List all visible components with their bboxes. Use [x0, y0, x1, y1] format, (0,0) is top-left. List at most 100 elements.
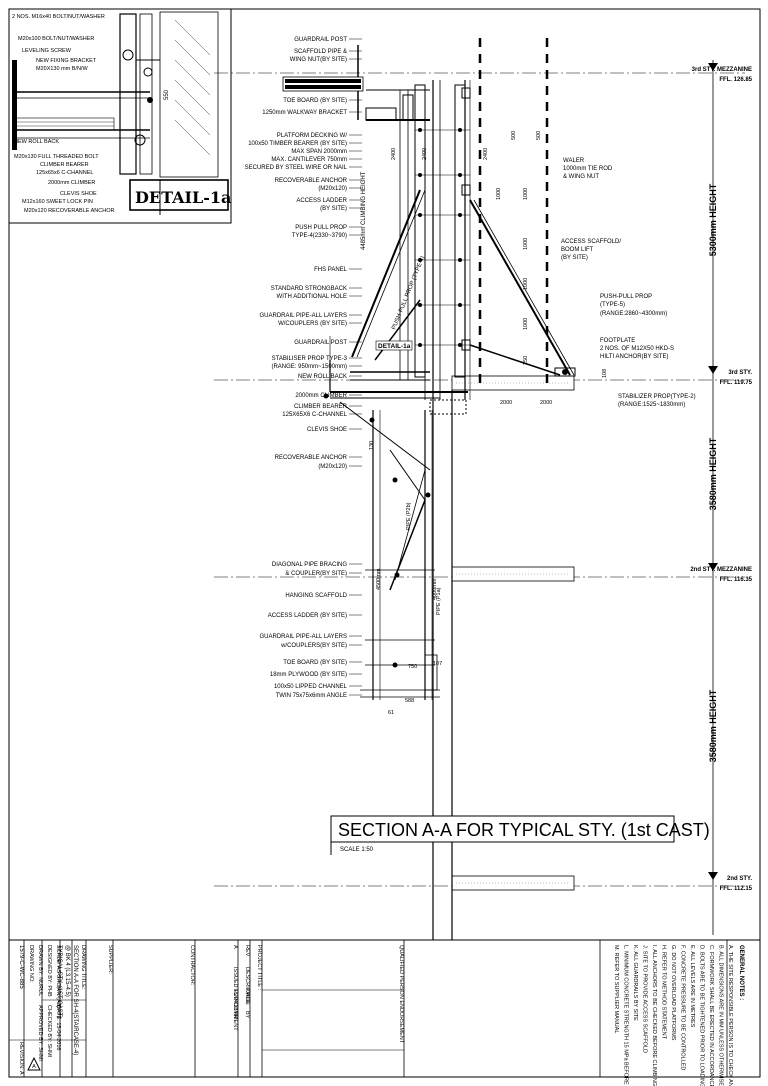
- dimension-1000-9: 1000: [496, 188, 502, 200]
- dimension-1000-5: 1000: [523, 188, 529, 200]
- climbing-platform: [330, 391, 468, 700]
- dimension-2400-0: 2400: [391, 148, 397, 160]
- drawing-title-label: DRAWING TITLE:: [80, 945, 86, 990]
- label-type-5: (TYPE-5): [600, 302, 625, 308]
- label-recoverable-anchor: RECOVERABLE ANCHOR: [275, 178, 348, 184]
- detail-label-125x65x6-c-channel: 125x65x6 C-CHANNEL: [36, 170, 93, 176]
- revision-field: REVISION: A: [18, 1042, 24, 1075]
- label-with-additional-hole: WITH ADDITIONAL HOLE: [277, 294, 347, 300]
- general-note-6: G. DO NOT OVERLOAD PLATFORMS: [670, 945, 676, 1041]
- general-note-3: D. BOLTS ARE TO BE TIGHTENED PRIOR TO LO…: [699, 945, 705, 1086]
- rev-header-by: BY: [244, 1011, 250, 1019]
- general-note-7: H. REFER TO METHOD STATEMENT: [661, 945, 667, 1040]
- detail-title: DETAIL-1a: [135, 188, 231, 207]
- label-range-950mm-1500mm: (RANGE: 950mm~1500mm): [271, 364, 347, 370]
- drawing-title-line-1: @ BK 4 (L3.15-4.5): [64, 945, 70, 997]
- level-ffl-ffl-116-35: FFL. 116.35: [720, 577, 753, 583]
- climbing-height-label: 4485mm CLIMBING HEIGHT: [361, 171, 367, 250]
- general-note-8: I. ALL ANCHORS TO BE CHECKED BEFORE CLIM…: [651, 945, 657, 1086]
- height-label-0: 5300mm HEIGHT: [708, 183, 718, 256]
- label-access-scaffold: ACCESS SCAFFOLD/: [561, 239, 621, 245]
- dimension-500-3: 500: [511, 131, 517, 140]
- qp-endorsement: QUALIFIED PERSON ENDORSEMENT: [398, 945, 404, 1044]
- label-w-couplers-by-site: W/COUPLERS (BY SITE): [278, 321, 347, 327]
- dimension-500-4: 500: [536, 131, 542, 140]
- level-name-3rd-sty: 3rd STY.: [728, 370, 752, 376]
- level-name-2nd-sty: 2nd STY.: [727, 876, 752, 882]
- rev-header-description: DESCRIPTION: [244, 967, 250, 1005]
- dimension-2000-12: 2000: [540, 400, 552, 406]
- label-100x50-lipped-channel: 100x50 LIPPED CHANNEL: [274, 684, 348, 690]
- level-markers: 3rd STY. MEZZANINE FFL. 126.85 3rd STY. FFL…: [690, 63, 753, 892]
- dimension-108-13: 108: [602, 369, 608, 378]
- drawing-no: 1579-C-WC-885: [18, 945, 24, 989]
- dimension-2000-11: 2000: [500, 400, 512, 406]
- label-100x50-timber-bearer-by-site: 100x50 TIMBER BEARER (BY SITE): [248, 141, 347, 147]
- detail-label-2-nos-m16x40-bolt-nut-washer: 2 NOS. M16x40 BOLT/NUT/WASHER: [12, 14, 105, 20]
- slabs: [451, 375, 575, 891]
- detail-label-new-fixing-bracket: NEW FIXING BRACKET: [36, 58, 97, 64]
- general-note-0: A. THE SITE RESPONSIBLE PERSON IS TO CHE…: [727, 945, 733, 1086]
- detail-label-new-roll-back: NEW ROLL BACK: [14, 139, 59, 145]
- label-hanging-scaffold: HANGING SCAFFOLD: [285, 593, 347, 599]
- contractor-label: CONTRACTOR:: [189, 945, 195, 986]
- label-wing-nut: & WING NUT: [563, 174, 599, 180]
- dimension-2400-1: 2400: [422, 148, 428, 160]
- date-field: DATE: 15-04-2016: [55, 1005, 61, 1050]
- detail-label-m20x100-bolt-nut-washer: M20x100 BOLT/NUT/WASHER: [18, 36, 94, 42]
- level-name-2nd-sty-mezzanine: 2nd STY. MEZZANINE: [690, 567, 752, 573]
- label-by-site: (BY SITE): [561, 255, 588, 261]
- general-note-9: J. SITE TO PROVIDE ACCESS SCAFFOLD: [642, 945, 648, 1053]
- label-by-site: (BY SITE): [320, 206, 347, 212]
- label-2-nos-of-m12x50-hkd-s: 2 NOS. OF M12X50 HKD-S: [600, 346, 674, 352]
- general-note-10: K. ALL GUARDRAILS BY SITE: [632, 945, 638, 1021]
- label-type-4-2330-3790: TYPE-4(2330~3790): [292, 233, 347, 239]
- rev-row-2: 15/04/16: [232, 989, 238, 1010]
- title-block: A GENERAL NOTES :A. THE SITE RESPONSIBLE…: [9, 939, 760, 1086]
- detail-label-2000mm-climber: 2000mm CLIMBER: [48, 180, 95, 186]
- svg-text:A: A: [32, 1064, 36, 1070]
- level-ffl-ffl-126-85: FFL. 126.85: [719, 77, 752, 83]
- detail-label-leveling-screw: LEVELING SCREW: [22, 48, 72, 54]
- label-scaffold-pipe: SCAFFOLD PIPE &: [294, 49, 347, 55]
- label-access-ladder: ACCESS LADDER: [296, 198, 347, 204]
- rev-row-3: TH: [232, 1011, 238, 1018]
- dimension-588-18: 588: [405, 698, 414, 704]
- project-title-label: PROJECT TITLE :: [256, 945, 262, 991]
- rev-row-1: ISSUED FOR COMMENT: [232, 967, 238, 1031]
- label-clevis-shoe: CLEVIS SHOE: [307, 427, 347, 433]
- label-standard-strongback: STANDARD STRONGBACK: [271, 286, 347, 292]
- drawn-field: DRAWN BY: NURUL: [37, 945, 43, 996]
- formwork-panels: [282, 45, 471, 381]
- dimension-2400-2: 2400: [483, 148, 489, 160]
- label-new-roll-back: NEW ROLL BACK: [298, 374, 347, 380]
- label-1000mm-tie-rod: 1000mm TIE ROD: [563, 166, 613, 172]
- general-note-1: B. ALL DIMENSIONS ARE IN MM UNLESS OTHER…: [718, 945, 724, 1086]
- general-note-2: C. FORMWORK SHALL BE ERECTED IN ACCORDAN…: [708, 945, 714, 1086]
- detail-label-m12x160-sweet-lock-pin: M12x160 SWEET LOCK PIN: [22, 199, 93, 205]
- level-name-3rd-sty-mezzanine: 3rd STY. MEZZANINE: [692, 67, 752, 73]
- dimension-1000-6: 1000: [523, 238, 529, 250]
- level-ffl-ffl-119-75: FFL. 119.75: [720, 380, 753, 386]
- dimension-4500mm-16: 4500mm: [376, 568, 382, 590]
- label-boom-lift: BOOM LIFT: [561, 247, 594, 253]
- label-m20x120: (M20x120): [318, 464, 347, 470]
- designed-field: DESIGNED BY: PHB: [46, 945, 52, 997]
- detail-dim: 550: [164, 89, 170, 100]
- label-18mm-plywood-by-site: 18mm PLYWOOD (BY SITE): [270, 672, 347, 678]
- detail-label-climber-bearer: CLIMBER BEARER: [40, 162, 89, 168]
- label-toe-board-by-site: TOE BOARD (BY SITE): [283, 660, 347, 666]
- label-toe-board-by-site: TOE BOARD (BY SITE): [283, 98, 347, 104]
- dimension-1000-7: 1000: [523, 278, 529, 290]
- label-max-span-2000mm: MAX SPAN 2000mm: [291, 149, 347, 155]
- height-label-2: 3580mm HEIGHT: [708, 689, 718, 762]
- dimension-250-10: 250: [523, 356, 529, 365]
- label-climber-bearer: CLIMBER BEARER: [294, 404, 348, 410]
- general-note-4: E. ALL LEVELS ARE IN METRES: [689, 945, 695, 1028]
